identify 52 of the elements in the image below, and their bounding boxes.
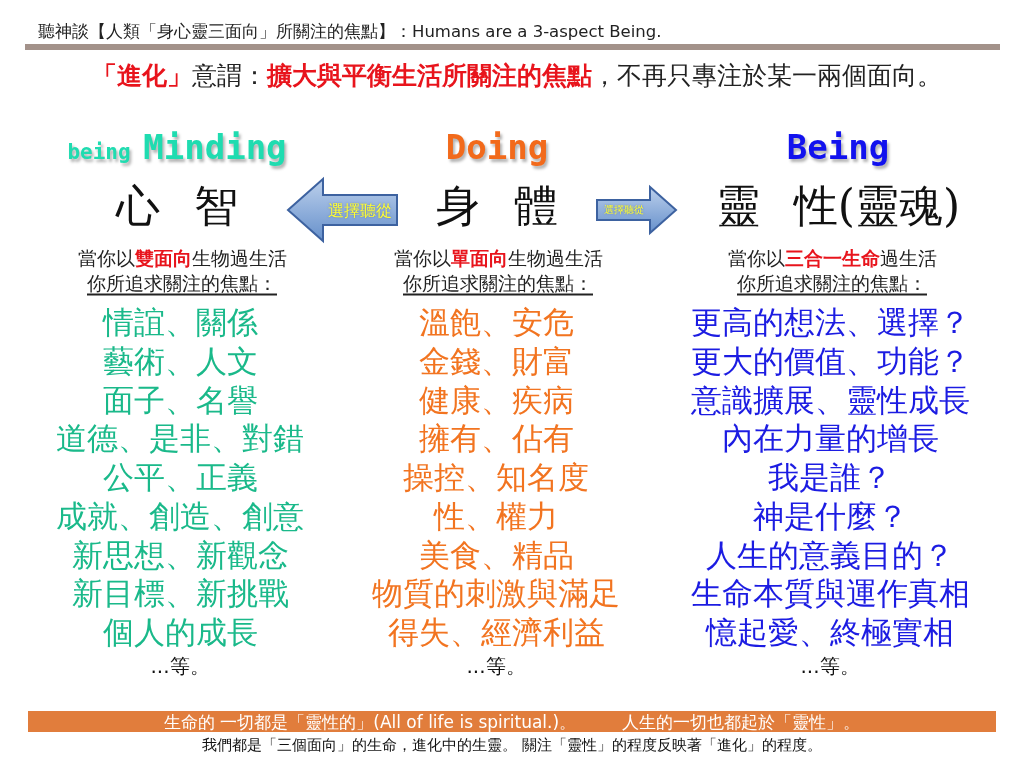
list-item: 意識擴展、靈性成長 [690, 381, 970, 418]
list-item: 新思想、新觀念 [71, 536, 289, 573]
list-item: 憶起愛、終極實相 [706, 613, 954, 651]
block-arrow [286, 176, 398, 244]
column-heading: Doing [445, 126, 549, 169]
etc-text: ...等。 [150, 654, 210, 678]
banner-text: 生命的 一切都是「靈性的」(All of life is spiritual.)。 [163, 711, 577, 732]
edge-label: 選擇聽從 [603, 204, 644, 216]
column-title: 身 體 [436, 179, 558, 233]
caption-text: 我們都是「三個面向」的生命，進化中的生靈。 關注「靈性」的程度反映著「進化」的程度。 [202, 736, 822, 754]
description-text: 當你以三合一生命過生活 [727, 246, 937, 270]
list-item: 金錢、財富 [418, 342, 574, 380]
column-title: 心 智 [116, 179, 238, 233]
list-item: 得失、經濟利益 [387, 613, 605, 651]
etc-text: ...等。 [800, 654, 860, 678]
focus-heading: 你所追求關注的焦點： [87, 271, 277, 295]
list-item: 健康、疾病 [418, 381, 574, 418]
column-title: 靈 性(靈魂) [715, 179, 961, 233]
description-text: 當你以雙面向生物過生活 [77, 246, 287, 270]
focus-heading: 你所追求關注的焦點： [403, 271, 593, 295]
subtitle-text: 「進化」意謂：擴大與平衡生活所關注的焦點，不再只專注於某一兩個面向。 [92, 61, 942, 91]
list-item: 神是什麼？ [752, 497, 908, 535]
list-item: 個人的成長 [102, 613, 258, 651]
list-item: 情誼、關係 [102, 303, 258, 341]
list-item: 美食、精品 [418, 536, 574, 573]
list-item: 生命本質與運作真相 [690, 574, 970, 612]
column-heading: Being [786, 126, 890, 169]
list-item: 藝術、人文 [102, 342, 258, 380]
list-item: 操控、知名度 [403, 458, 589, 496]
list-item: 我是誰？ [768, 458, 892, 496]
block-arrow [596, 184, 678, 236]
list-item: 新目標、新挑戰 [71, 574, 289, 612]
edge-label: 選擇聽從 [328, 200, 392, 220]
list-item: 內在力量的增長 [721, 419, 939, 457]
title-text: 聽神談【人類「身心靈三面向」所關注的焦點】：Humans are a 3-aspect Being. [38, 22, 662, 42]
list-item: 面子、名譽 [102, 381, 258, 418]
list-item: 成就、創造、創意 [56, 497, 304, 535]
focus-heading: 你所追求關注的焦點： [737, 271, 927, 295]
list-item: 物質的刺激與滿足 [372, 574, 620, 612]
description-text: 當你以單面向生物過生活 [393, 246, 603, 270]
banner-text: 人生的一切也都起於「靈性」。 [622, 711, 861, 732]
column-heading: being Minding [67, 126, 287, 169]
banner-band [28, 711, 996, 732]
list-item: 道德、是非、對錯 [56, 419, 304, 457]
list-item: 公平、正義 [102, 458, 258, 496]
list-item: 溫飽、安危 [418, 303, 574, 341]
list-item: 性、權力 [434, 497, 558, 535]
etc-text: ...等。 [466, 654, 526, 678]
list-item: 更大的價值、功能？ [690, 342, 970, 380]
list-item: 人生的意義目的？ [706, 536, 954, 573]
list-item: 擁有、佔有 [418, 419, 574, 457]
list-item: 更高的想法、選擇？ [690, 303, 970, 341]
